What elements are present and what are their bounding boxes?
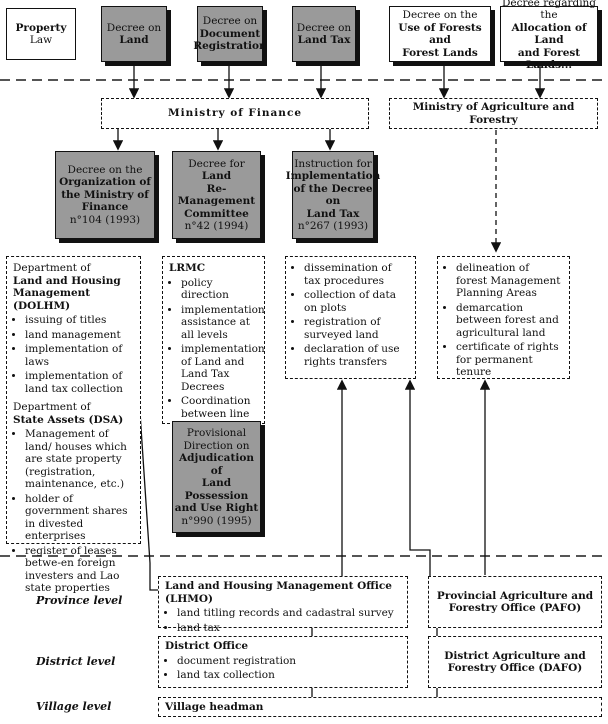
dsa-item: Management of land/ houses which are sta…	[25, 428, 134, 491]
lhmo-item: land titling records and cadastral surve…	[177, 607, 401, 620]
village-headman-label: Village headman	[165, 701, 264, 713]
decree-landtax-box: Decree on Land Tax	[292, 6, 356, 62]
decree-docreg-l2: Document	[199, 27, 261, 40]
dolhm-item: implementation of land tax collection	[25, 370, 134, 395]
decree-allocation-l1: Decree regarding the	[501, 0, 597, 21]
decree-forests-l3: Forest Lands	[402, 46, 478, 59]
decree-prov-l3: Adjudication of	[179, 452, 254, 477]
decree-provisional-box: Provisional Direction on Adjudication of…	[172, 421, 261, 533]
decree-lrmc-l3: Re-Management	[177, 182, 256, 208]
forest-tasks-box: delineation of forest Management Plannin…	[437, 256, 570, 379]
village-level-label: Village level	[36, 700, 112, 713]
tax-item: declaration of use rights transfers	[304, 343, 409, 368]
decree-prov-l6: n°990 (1995)	[181, 514, 252, 527]
decree-instr-box: Instruction for Implementation of the De…	[286, 151, 380, 239]
pafo-box: Provincial Agriculture and Forestry Offi…	[428, 576, 602, 628]
decree-org-l2: Organization of	[59, 176, 151, 189]
decree-forests-l1: Decree on the	[402, 9, 478, 21]
village-headman-box: Village headman	[158, 697, 602, 717]
lhmo-item: land tax	[177, 622, 401, 635]
decree-prov-l5: and Use Right	[174, 502, 259, 514]
ministry-agriculture-box: Ministry of Agriculture and Forestry	[389, 98, 598, 129]
decree-instr-l5: n°267 (1993)	[297, 220, 369, 232]
decree-prov-l1: Provisional	[186, 427, 247, 439]
dolhm-box: Department of Land and Housing Managemen…	[6, 256, 141, 594]
property-law-title: Property	[15, 21, 67, 34]
decree-instr-l1: Instruction for	[294, 157, 372, 170]
decree-landtax-l1: Decree on	[296, 21, 352, 34]
decree-org-l1: Decree on the	[67, 163, 143, 176]
lhmo-box: Land and Housing Management Office (LHMO…	[158, 576, 408, 634]
decree-prov-l4: Land Possession	[184, 477, 249, 502]
tax-tasks-box: dissemination of tax procedures collecti…	[285, 256, 416, 379]
decree-docreg-l3: Registration	[193, 40, 267, 53]
dolhm-title-b: Land and Housing	[13, 274, 121, 287]
tax-item: collection of data on plots	[304, 289, 409, 314]
dafo-box: District Agriculture and Forestry Office…	[428, 636, 602, 688]
decree-allocation-box: Decree regarding the Allocation of Land …	[500, 0, 598, 71]
ministry-finance-box: Ministry of Finance	[101, 98, 369, 129]
decree-org-l5: n°104 (1993)	[69, 213, 141, 226]
pafo-l2: Forestry Office (PAFO)	[448, 602, 582, 614]
district-office-title: District Office	[165, 640, 249, 652]
decree-instr-l2: Implementation	[285, 170, 381, 182]
dolhm-item: issuing of titles	[25, 314, 134, 327]
decree-prov-l2: Direction on	[183, 439, 250, 452]
dafo-l2: Forestry Office (DAFO)	[447, 662, 583, 674]
dsa-item: register of leases betwe-en foreign inve…	[25, 545, 134, 595]
tax-item: dissemination of tax procedures	[304, 262, 409, 287]
decree-instr-l3: of the Decree on	[293, 182, 373, 208]
dolhm-item: implementation of laws	[25, 343, 134, 368]
decree-org-box: Decree on the Organization of the Minist…	[55, 151, 155, 239]
pafo-l1: Provincial Agriculture and	[436, 589, 594, 602]
ministry-agriculture-label: Ministry of Agriculture and Forestry	[412, 101, 575, 126]
ministry-finance-label: Ministry of Finance	[167, 107, 303, 120]
property-law-sub: Law	[29, 34, 53, 46]
lrmc-item: implementation of Land and Land Tax Decr…	[181, 343, 265, 393]
dsa-item: holder of government shares in divested …	[25, 493, 134, 543]
lrmc-box: LRMC policy direction implementation ass…	[162, 256, 265, 432]
decree-forests-l2: Use of Forests and	[398, 21, 482, 47]
decree-org-l3: the Ministry of	[61, 188, 149, 201]
property-law-box: Property Law	[6, 8, 76, 60]
decree-land-box: Decree on Land	[101, 6, 167, 62]
decree-lrmc-l4: Committee	[184, 207, 249, 220]
dolhm-item: land management	[25, 329, 134, 342]
lrmc-item: policy direction	[181, 277, 258, 302]
decree-lrmc-l2: Land	[201, 170, 232, 182]
district-level-label: District level	[36, 655, 116, 668]
district-office-item: document registration	[177, 655, 401, 668]
decree-instr-l4: Land Tax	[306, 207, 360, 220]
forest-item: certificate of rights for permanent tenu…	[456, 341, 563, 379]
decree-docreg-box: Decree on Document Registration	[193, 6, 267, 62]
district-office-box: District Office document registration la…	[158, 636, 408, 688]
decree-land-l1: Decree on	[106, 21, 162, 34]
dolhm-title-c: Management (DOLHM)	[13, 287, 91, 312]
dsa-title-b: State Assets (DSA)	[13, 413, 124, 426]
dolhm-title-a: Department of	[13, 262, 91, 274]
decree-org-l4: Finance	[81, 201, 129, 214]
decree-land-l2: Land	[119, 34, 149, 46]
decree-forests-box: Decree on the Use of Forests and Forest …	[389, 6, 491, 62]
tax-item: registration of surveyed land	[304, 316, 409, 341]
dsa-title-a: Department of	[13, 401, 91, 413]
dafo-l1: District Agriculture and	[444, 649, 586, 662]
lrmc-title: LRMC	[169, 262, 206, 274]
decree-lrmc-l1: Decree for	[188, 157, 245, 170]
forest-item: delineation of forest Management Plannin…	[456, 262, 563, 300]
decree-lrmc-l5: n°42 (1994)	[184, 220, 249, 232]
decree-docreg-l1: Decree on	[202, 15, 258, 28]
province-level-label: Province level	[36, 594, 123, 607]
decree-lrmc-box: Decree for Land Re-Management Committee …	[172, 151, 261, 239]
lrmc-item: implementation assistance at all levels	[181, 304, 265, 342]
decree-allocation-l2: Allocation of Land	[511, 21, 587, 47]
forest-item: demarcation between forest and agricultu…	[456, 302, 563, 340]
lhmo-title: Land and Housing Management Office (LHMO…	[165, 580, 392, 605]
decree-allocation-l3: and Forest Lands...	[517, 46, 581, 72]
decree-landtax-l2: Land Tax	[297, 34, 351, 46]
district-office-item: land tax collection	[177, 669, 401, 682]
